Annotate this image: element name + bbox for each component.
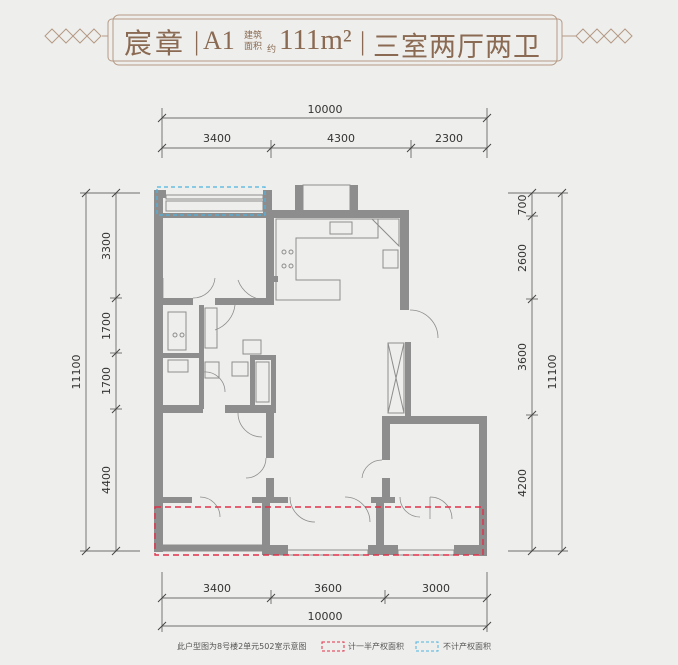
legend-half-swatch bbox=[321, 641, 345, 652]
dim-bottom-seg-3: 3000 bbox=[422, 582, 450, 595]
kitchen-fixtures bbox=[275, 218, 400, 301]
area-value: 111m² bbox=[279, 24, 352, 56]
bathroom-fixtures bbox=[167, 307, 270, 403]
dim-top-seg-2: 4300 bbox=[327, 132, 355, 145]
legend-excluded-label: 不计产权面积 bbox=[443, 642, 491, 651]
header-ornament bbox=[44, 14, 633, 66]
windows bbox=[162, 184, 455, 556]
half-area-balcony bbox=[154, 506, 484, 556]
dimension-top bbox=[157, 108, 492, 158]
dim-bottom-seg-2: 3600 bbox=[314, 582, 342, 595]
dim-right-seg-1: 700 bbox=[516, 195, 529, 216]
dim-right-seg-3: 3600 bbox=[516, 343, 529, 371]
dim-left-seg-2: 1700 bbox=[100, 312, 113, 340]
dimension-right bbox=[508, 188, 568, 556]
excluded-area-balcony bbox=[156, 186, 266, 216]
layout-type: 三室两厅两卫 bbox=[373, 32, 541, 62]
divider: | bbox=[194, 27, 200, 56]
dim-bottom-total: 10000 bbox=[308, 610, 343, 623]
dim-top-total: 10000 bbox=[308, 103, 343, 116]
dim-right-seg-4: 4200 bbox=[516, 469, 529, 497]
project-name: 宸章 bbox=[124, 29, 187, 60]
legend-half-label: 计一半产权面积 bbox=[348, 642, 404, 651]
legend-excluded-swatch bbox=[415, 641, 439, 652]
dimension-left bbox=[80, 188, 140, 556]
walls bbox=[154, 185, 487, 556]
dim-right-seg-2: 2600 bbox=[516, 244, 529, 272]
dim-left-seg-3: 1700 bbox=[100, 367, 113, 395]
dim-top-seg-1: 3400 bbox=[203, 132, 231, 145]
dim-left-seg-4: 4400 bbox=[100, 466, 113, 494]
unit-code: A1 bbox=[203, 26, 235, 55]
area-label-top: 建筑 bbox=[244, 30, 263, 40]
area-label-bottom: 面积 bbox=[244, 41, 263, 51]
dim-bottom-seg-1: 3400 bbox=[203, 582, 231, 595]
dim-right-total: 11100 bbox=[546, 355, 559, 390]
dim-top-seg-3: 2300 bbox=[435, 132, 463, 145]
dim-left-seg-1: 3300 bbox=[100, 232, 113, 260]
footer-note: 此户型图为8号楼2单元502室示意图 bbox=[177, 642, 307, 651]
dimension-bottom bbox=[157, 572, 492, 632]
header: 宸章 | A1 建筑 面积 约 111m² | 三室两厅两卫 bbox=[0, 0, 678, 80]
doors bbox=[162, 277, 453, 523]
area-about: 约 bbox=[267, 44, 277, 54]
dim-left-total: 11100 bbox=[70, 355, 83, 390]
divider-2: | bbox=[360, 27, 366, 56]
